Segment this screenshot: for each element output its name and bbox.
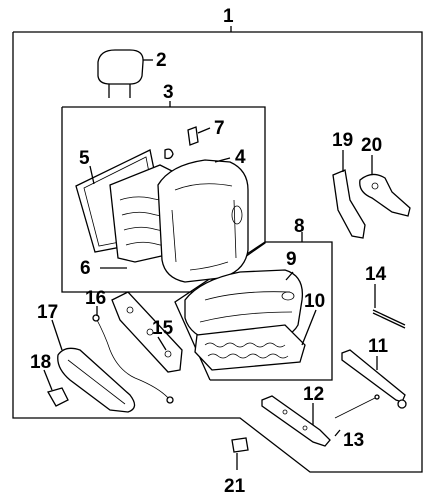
callout-8: 8 [294,216,305,237]
assembly-frame [12,31,423,473]
leader-18 [43,369,53,391]
callout-1: 1 [223,6,234,27]
cable-part [92,314,174,404]
callout-10: 10 [304,291,325,312]
leader-15 [157,336,167,351]
clip-part [164,126,199,160]
leader-13 [334,429,341,437]
callout-5: 5 [79,148,90,169]
cushion-frame-part [194,324,306,371]
callout-6: 6 [80,258,91,279]
recliner-cover-part [359,173,411,217]
callout-9: 9 [286,249,297,270]
leader-17 [51,319,63,351]
leader-7 [197,127,211,134]
callout-18: 18 [30,352,51,373]
side-bracket-part [111,291,183,373]
callout-17: 17 [37,302,58,323]
callout-4: 4 [235,147,246,168]
callout-16: 16 [85,288,106,309]
callout-12: 12 [303,384,324,405]
right-track-part [341,349,407,409]
leader-4 [214,157,231,163]
linkage-wire-part [334,394,380,419]
callout-19: 19 [332,130,353,151]
callout-2: 2 [156,50,167,71]
callout-13: 13 [343,430,364,451]
headrest-part [97,49,144,98]
leader-5 [89,165,95,185]
trim-panel-part [332,169,366,239]
callout-20: 20 [361,135,382,156]
callout-3: 3 [163,82,174,103]
callout-15: 15 [152,318,174,339]
cushion-frame [174,241,333,381]
callout-11: 11 [368,336,389,357]
callout-7: 7 [214,118,225,139]
callout-21: 21 [224,476,246,497]
left-track-part [261,395,331,447]
knob-part [47,387,69,407]
leader-10 [301,309,317,346]
callout-14: 14 [365,264,387,285]
leader-9 [285,271,294,281]
seatback-cover-part [157,159,249,283]
side-cover-part [57,347,136,413]
rod-part [372,309,406,329]
fastener-part [231,437,249,453]
